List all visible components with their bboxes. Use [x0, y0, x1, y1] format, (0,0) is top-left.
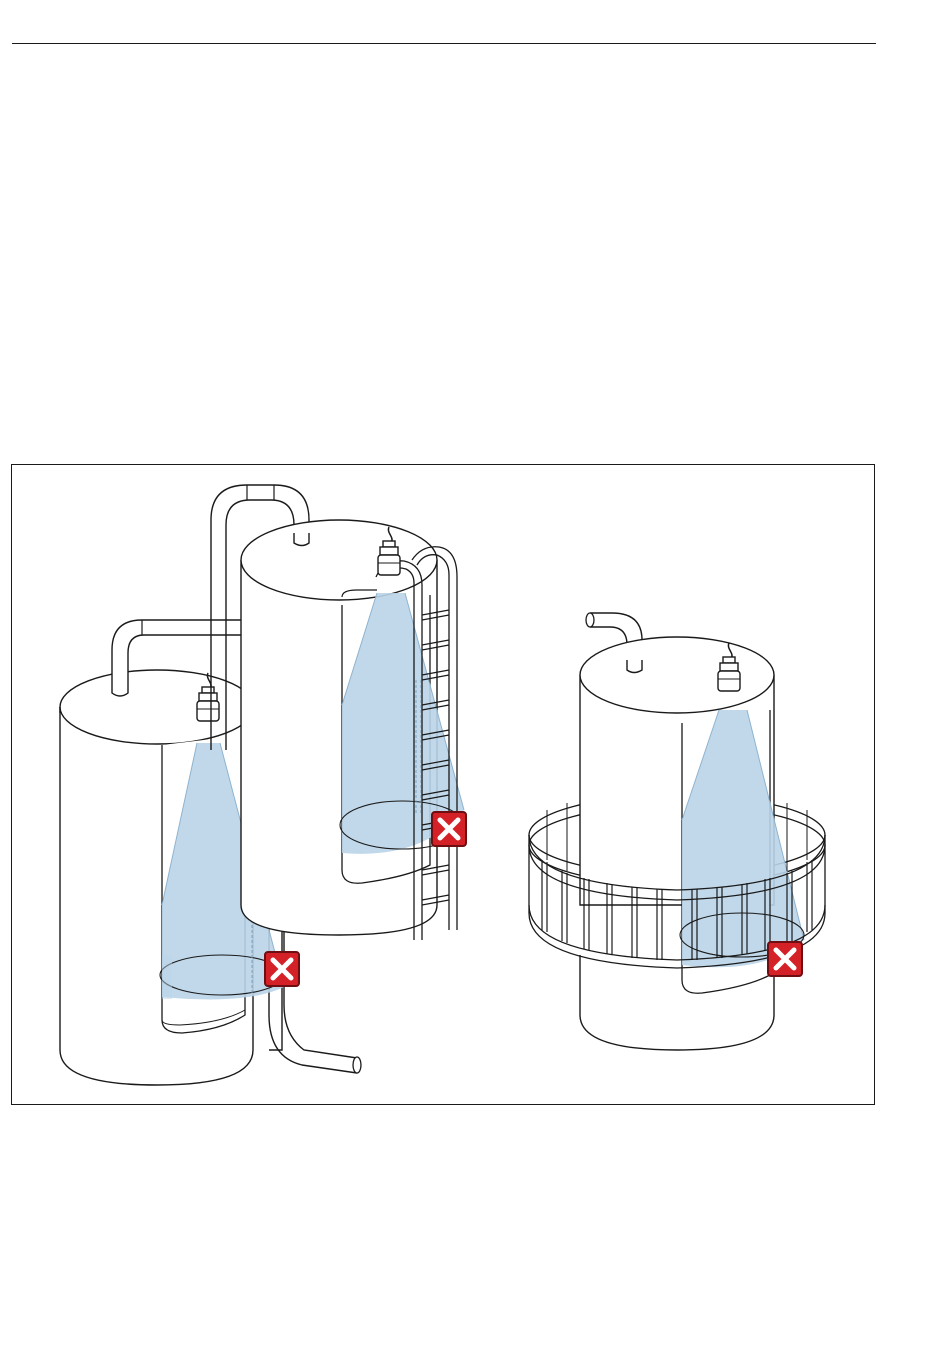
scene-tank-with-railing [529, 613, 825, 1050]
scene-tank-with-ladder [211, 485, 466, 940]
figure-frame [11, 464, 875, 1105]
cross-warning-icon [432, 812, 466, 846]
cross-warning-icon [265, 952, 299, 986]
installation-illustration [12, 465, 874, 1104]
header-rule [12, 43, 876, 44]
cross-warning-icon [768, 942, 802, 976]
